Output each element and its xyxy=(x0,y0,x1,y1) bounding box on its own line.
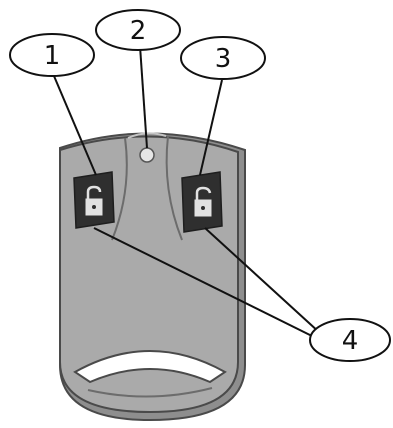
callout-2: 2 xyxy=(95,9,181,51)
leader-2 xyxy=(139,45,148,149)
callout-4: 4 xyxy=(309,318,391,362)
lock-open-icon xyxy=(194,186,212,217)
leader-1 xyxy=(53,75,97,176)
right-button xyxy=(181,171,223,233)
callout-3-label: 3 xyxy=(215,44,232,74)
callout-4-label: 4 xyxy=(342,326,359,356)
callout-1-label: 1 xyxy=(44,41,61,71)
left-button xyxy=(73,171,115,229)
callout-1: 1 xyxy=(9,33,95,77)
led-indicator xyxy=(139,147,155,163)
key-ring-slot xyxy=(73,350,227,384)
callout-2-label: 2 xyxy=(130,16,147,46)
center-ridge-left xyxy=(111,137,128,241)
leader-lines xyxy=(53,45,321,341)
key-ring-slot-lower xyxy=(87,387,213,398)
callout-3: 3 xyxy=(180,36,266,80)
lock-open-icon xyxy=(85,185,103,216)
leader-4b xyxy=(204,227,321,334)
leader-3 xyxy=(199,79,223,176)
center-ridge-right xyxy=(165,135,183,241)
leader-4a xyxy=(93,227,321,341)
